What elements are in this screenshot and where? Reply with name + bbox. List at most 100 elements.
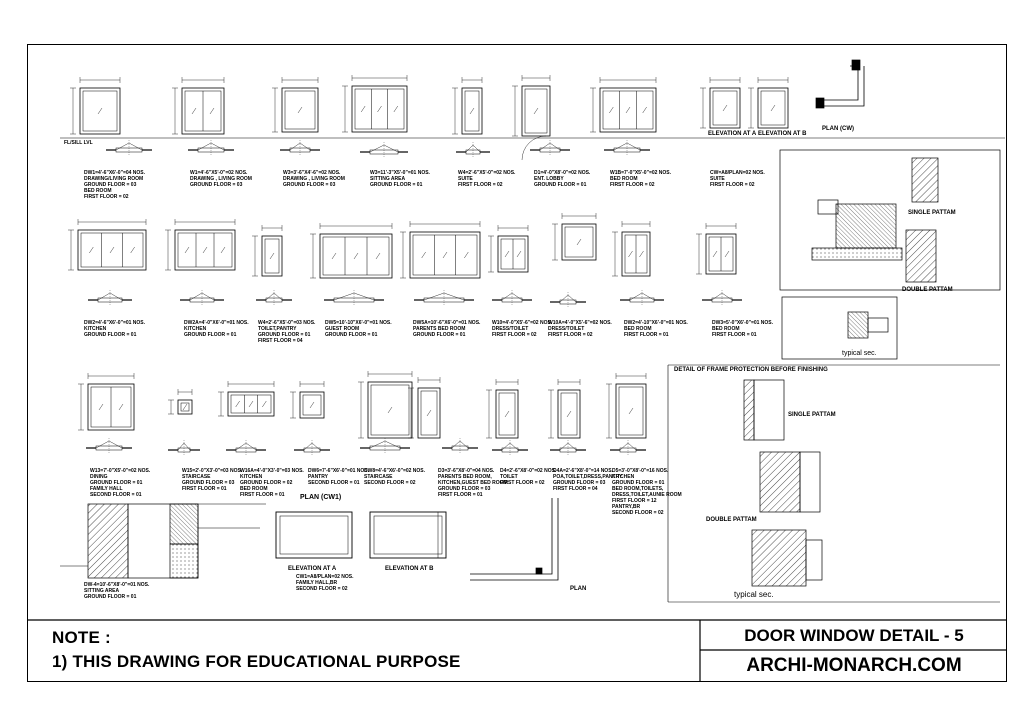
glass-mark [442,251,448,259]
opening-plan [256,290,292,306]
opening-plan [620,290,664,306]
glass-mark [182,403,188,411]
swing-line [369,440,401,449]
opening-plan [180,290,224,306]
frame-outer [561,223,597,261]
window-elevation [70,77,121,135]
row2-schedule-label: DW3=5'-0"X6'-0"=01 NOS. BED ROOM FIRST F… [712,320,774,338]
window-elevation [612,221,651,277]
swing-line [423,292,465,301]
frame-outer [417,387,441,439]
glass-mark [220,246,226,254]
opening-plan [106,140,152,156]
glass-mark [387,406,393,414]
opening-plan [88,290,132,306]
swing-line [235,442,257,451]
row3-schedule-label: D5=3'-0"X8'-0"=16 NOS. KITCHEN GROUND FL… [612,468,682,516]
frame-outer [521,85,551,137]
swing-line [303,442,321,451]
glass-mark [262,400,267,408]
opening-plan [610,440,646,456]
swing-line [711,292,733,301]
glass-mark [89,246,94,254]
window-elevation [696,223,737,275]
window-elevation [165,219,236,271]
opening-plan [360,438,410,454]
opening-plan [492,290,532,306]
plan-cw1-caption: PLAN (CW1) [300,494,342,501]
row2-schedule-label: DW5=10'-10"X6'-0"=01 NOS. GUEST ROOM GRO… [325,320,392,338]
row1-schedule-label: W1B=7'-0"X5'-0"=02 NOS. BED ROOM FIRST F… [610,170,672,188]
frame-outer [177,399,193,415]
opening-plan [550,440,586,456]
fl-label: FL/SILL LVL [64,140,93,146]
window-elevation [590,77,657,133]
swing-line [189,292,215,301]
glass-mark [469,107,475,115]
row3-schedule-label: DW8=4'-6"X6'-0"=02 NOS. STAIRCASE SECOND… [364,468,426,486]
frame-inner [712,90,738,126]
plan-cw1-outline [470,498,559,581]
row3-schedule-label: W15=2'-0"X3'-0"=03 NOS. STAIRCASE GROUND… [182,468,243,492]
row2-schedule-label: DW2A=4'-0"X6'-0"=01 NOS. KITCHEN GROUND … [184,320,249,338]
frame-inner [564,226,594,258]
frame-protection-double-outline [799,451,821,513]
frame-protection-single [743,379,755,441]
opening-plan [188,140,234,156]
window-elevation [68,219,147,271]
note-line-1: 1) THIS DRAWING FOR EDUCATIONAL PURPOSE [52,652,461,671]
swing-line [559,442,577,451]
frame-inner [180,402,190,412]
swing-line [465,144,481,153]
glass-mark [130,246,135,254]
frame-outer [299,391,325,419]
frame-outer [709,87,741,129]
swing-line [177,442,191,451]
window-elevation [252,225,283,277]
cw1-elevation-b [369,511,447,559]
window-elevation [342,75,408,133]
glass-mark [377,105,382,113]
frame-outer [181,87,225,135]
frame-inner [498,392,516,436]
swing-line [613,142,641,151]
window-elevation [218,381,275,417]
frame-outer [351,85,408,133]
frame-inner [354,88,405,130]
glass-mark [639,250,644,258]
window-elevation [78,373,135,431]
plan-label: PLAN [570,586,587,592]
frame-inner [618,386,644,436]
row2-schedule-label: W10A=4'-0"X5'-6"=02 NOS. DRESS/TOILET FI… [548,320,612,338]
swing-line [619,442,637,451]
swing-line [97,292,123,301]
frame-outer [599,87,657,133]
row1-schedule-label: W3=3'-6"X4'-6"=02 NOS. DRAWING , LIVING … [283,170,345,188]
glass-mark [628,407,634,415]
plan-hatched-column [169,503,199,545]
website-label: ARCHI-MONARCH.COM [746,655,962,676]
opening-plan [442,438,478,454]
elev-a-bot-caption: ELEVATION AT A [288,566,337,572]
swing-line [289,142,311,151]
frame-outer [495,389,519,439]
glass-mark [184,246,190,254]
frame-outer [557,389,581,439]
title-block: DOOR WINDOW DETAIL - 5 ARCHI-MONARCH.COM [701,620,1007,681]
row3-schedule-label: W16A=4'-0"X3'-0"=03 NOS. KITCHEN GROUND … [240,468,304,498]
window-elevation [172,77,225,135]
glass-mark [191,107,197,115]
opening-plan [414,290,474,306]
frame-outer [261,235,283,277]
glass-mark [504,250,510,258]
frame-outer [461,87,483,135]
frame-outer [174,229,236,271]
window-elevation [310,223,393,279]
cw1-note: CW1=A8/PLAN=02 NOS. FAMILY HALL,BR SECON… [296,574,354,592]
glass-mark [724,250,730,258]
window-elevation [552,213,597,261]
cw1-elevation-a-inner [279,515,349,555]
glass-mark [421,251,426,259]
frame-outer [79,87,121,135]
window-elevation [168,389,193,415]
